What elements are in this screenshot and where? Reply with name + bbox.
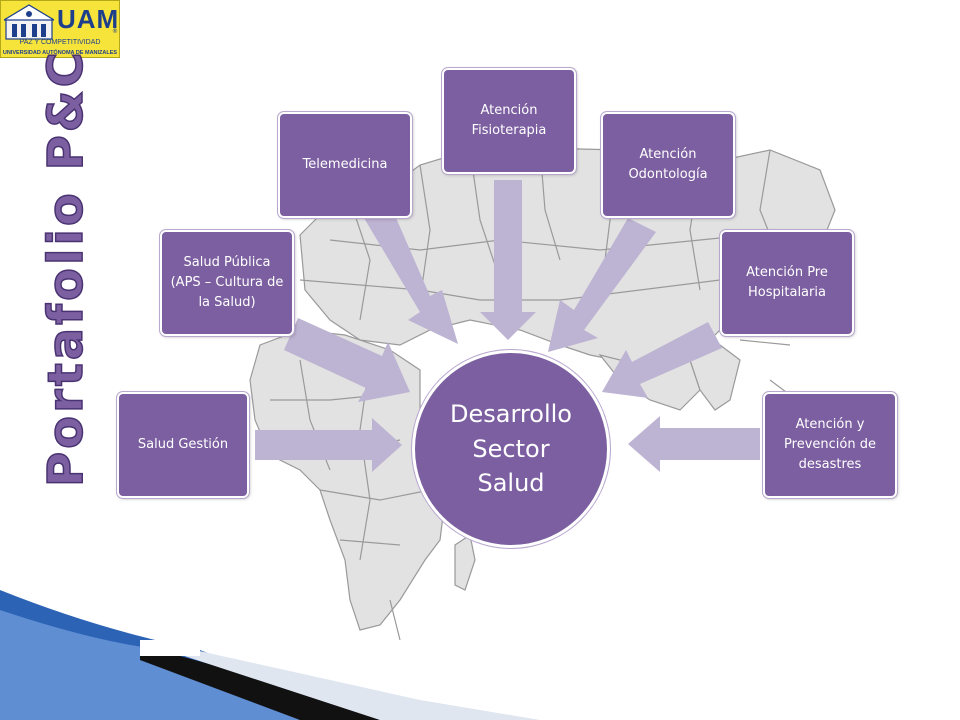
uam-logo: UAM ® PAZ Y COMPETITIVIDAD UNIVERSIDAD A… [0,0,120,58]
registered-mark: ® [112,28,118,35]
node-label-line: (APS – Cultura de [170,274,284,290]
node-label-line: Prevención de [784,436,876,452]
node-label-line: Atención Pre [746,264,828,280]
corner-decoration [0,590,540,720]
node-label-line: Atención [480,102,538,118]
node-label-line: la Salud) [198,295,256,311]
node-salud-gestion: Salud Gestión [116,391,250,499]
arrow-from-atencion-pre-hospitalaria [602,322,722,398]
center-label-line: Salud [477,469,545,498]
node-label-line: Salud Gestión [137,436,229,452]
node-atencion-prevencion-desastres: Atención y Prevención de desastres [762,391,898,499]
node-label: Salud Gestión [138,435,228,455]
logo-motto: PAZ Y COMPETITIVIDAD [19,39,101,46]
slide-title: Portafolio P&C [37,48,95,487]
center-node-label: Desarrollo Sector Salud [450,397,572,501]
arrow-from-telemedicina [364,204,458,344]
arrow-from-salud-gestion [255,418,402,472]
arrow-from-salud-publica [284,318,410,402]
university-building-icon [4,4,54,40]
arrow-from-atencion-prevencion [628,416,760,472]
node-label: Atención Fisioterapia [472,101,547,141]
node-salud-publica: Salud Pública (APS – Cultura de la Salud… [159,229,295,337]
node-label-line: Hospitalaria [748,285,826,300]
node-atencion-fisioterapia: Atención Fisioterapia [441,67,577,175]
logo-wordmark: UAM [57,4,120,34]
node-atencion-odontologia: Atención Odontología [600,111,736,219]
node-label-line: desastres [798,457,862,473]
node-label: Atención Pre Hospitalaria [746,263,828,303]
node-label: Atención y Prevención de desastres [784,415,876,475]
node-label-line: Odontología [628,167,708,182]
node-telemedicina: Telemedicina [277,111,413,219]
arrow-from-atencion-fisioterapia [480,180,536,340]
arrow-from-atencion-odontologia [548,218,656,352]
node-label: Telemedicina [303,155,388,175]
node-label: Salud Pública (APS – Cultura de la Salud… [171,253,284,313]
center-label-line: Sector [472,434,550,463]
logo-university-name: UNIVERSIDAD AUTÓNOMA DE MANIZALES [2,50,118,56]
node-atencion-pre-hospitalaria: Atención Pre Hospitalaria [719,229,855,337]
node-label-line: Atención [639,146,697,162]
arrows [255,180,760,472]
center-label-line: Desarrollo [450,399,572,428]
node-label-line: Fisioterapia [471,123,547,138]
node-label: Atención Odontología [628,145,707,185]
node-label-line: Salud Pública [183,254,271,270]
node-label-line: Telemedicina [302,156,388,172]
center-node-desarrollo-sector-salud: Desarrollo Sector Salud [412,350,610,548]
node-label-line: Atención y [795,416,865,432]
